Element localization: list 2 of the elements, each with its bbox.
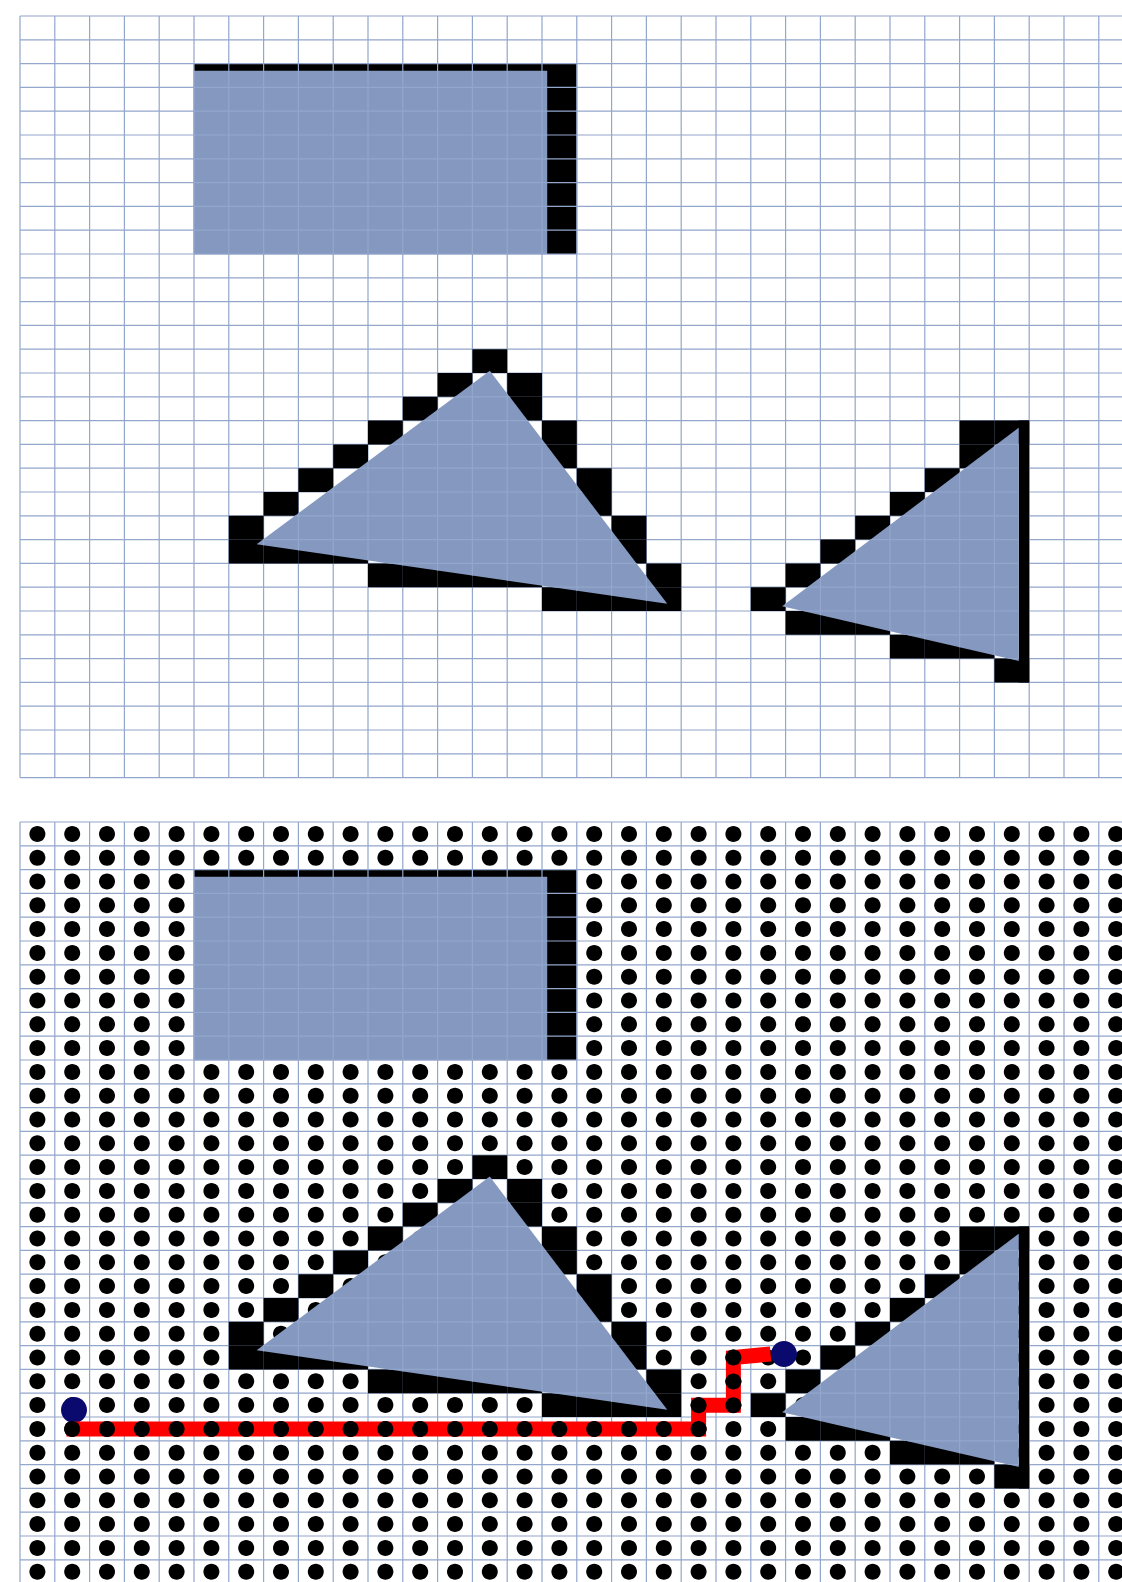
endpoint-dot	[61, 1397, 87, 1423]
endpoint-dot	[771, 1341, 797, 1367]
